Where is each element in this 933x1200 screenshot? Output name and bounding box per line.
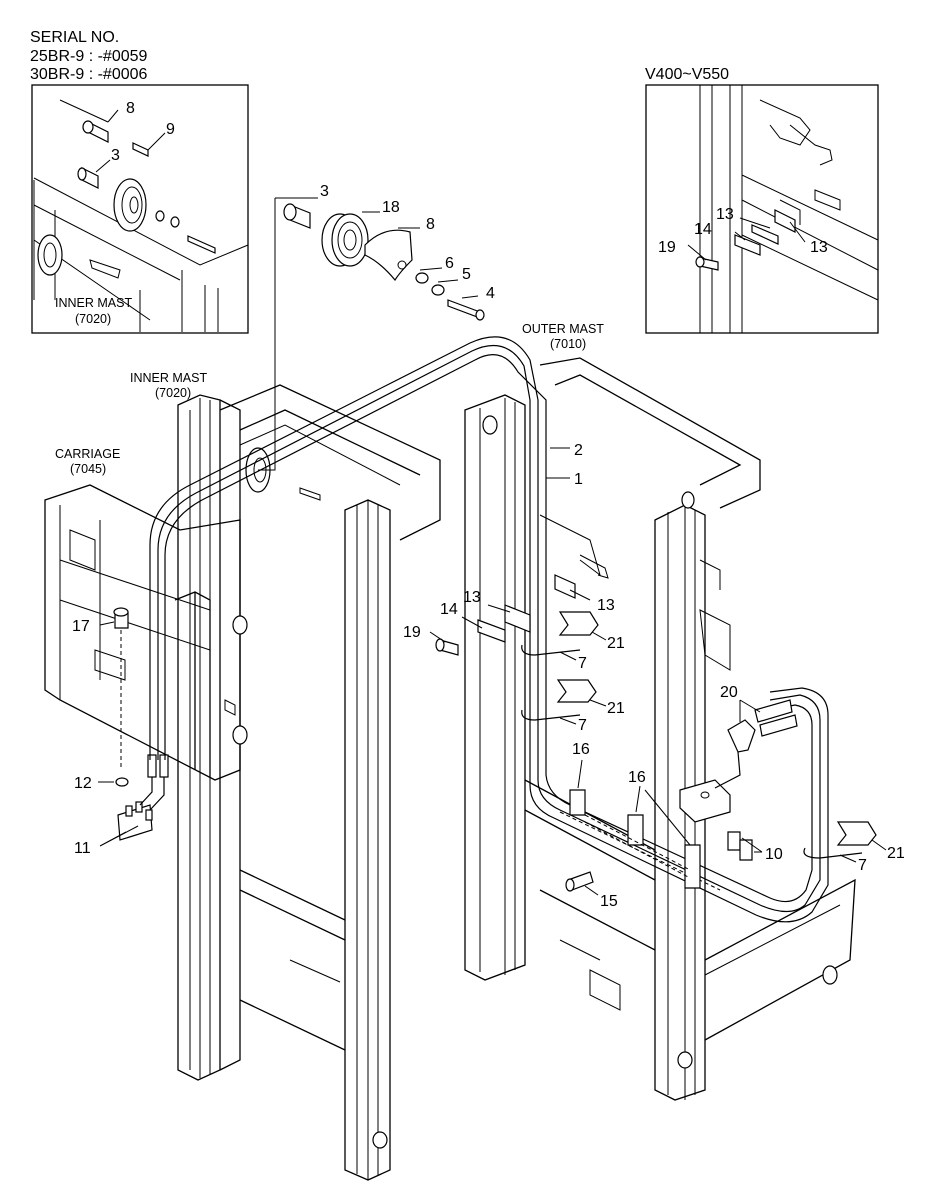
pulley-assembly: 3 18 8 6 5 4 <box>274 183 495 408</box>
part-7c: 7 <box>858 857 867 874</box>
part-11: 11 <box>74 840 91 857</box>
part-20: 20 <box>720 684 738 701</box>
part-13a: 13 <box>463 589 481 606</box>
outer-mast-label: OUTER MAST <box>522 322 604 336</box>
serial-title: SERIAL NO. <box>30 29 119 46</box>
part-19: 19 <box>403 624 421 641</box>
inset-part-3: 3 <box>111 147 120 164</box>
outer-mast: OUTER MAST (7010) <box>464 322 856 1101</box>
hose-clamps-16: 16 16 <box>569 741 701 889</box>
inner-mast-code: (7020) <box>155 386 191 400</box>
part-21c: 21 <box>887 845 905 862</box>
part-6: 6 <box>445 255 454 272</box>
serial-line-1: 25BR-9 : -#0059 <box>30 48 148 65</box>
carriage: CARRIAGE (7045) 17 12 11 <box>44 447 248 857</box>
inset-inner-mast-code: (7020) <box>75 312 111 326</box>
part-12: 12 <box>74 775 92 792</box>
variant-part-19: 19 <box>658 239 676 256</box>
clamp-parts: 13 14 13 19 <box>403 574 615 656</box>
hose-clips: 21 21 21 7 7 7 <box>521 611 905 874</box>
part-21b: 21 <box>607 700 625 717</box>
inset-left-frame <box>31 84 249 334</box>
part-15: 15 <box>600 893 618 910</box>
inner-mast-label: INNER MAST <box>130 371 207 385</box>
carriage-label: CARRIAGE <box>55 447 120 461</box>
part-21a: 21 <box>607 635 625 652</box>
part-5: 5 <box>462 266 471 283</box>
variant-part-13b: 13 <box>810 239 828 256</box>
fittings: 20 10 15 <box>565 684 798 910</box>
part-1: 1 <box>574 471 583 488</box>
part-18: 18 <box>382 199 400 216</box>
inset-variant-detail: V400~V550 13 14 19 13 <box>645 66 879 334</box>
part-2: 2 <box>574 442 583 459</box>
part-4: 4 <box>486 285 495 302</box>
inset-part-9: 9 <box>166 121 175 138</box>
outer-mast-code: (7010) <box>550 337 586 351</box>
part-14: 14 <box>440 601 458 618</box>
inset-right-frame <box>645 84 879 334</box>
pulley-leader <box>258 408 276 471</box>
part-8: 8 <box>426 216 435 233</box>
variant-title: V400~V550 <box>645 66 729 83</box>
part-13b: 13 <box>597 597 615 614</box>
serial-header: SERIAL NO. 25BR-9 : -#0059 30BR-9 : -#00… <box>30 29 148 83</box>
part-17: 17 <box>72 618 90 635</box>
part-16a: 16 <box>572 741 590 758</box>
inner-mast: INNER MAST (7020) <box>130 371 441 1181</box>
variant-part-13a: 13 <box>716 206 734 223</box>
part-3: 3 <box>320 183 329 200</box>
inset-serial-detail: 8 9 3 INNER MAST (7020) <box>31 84 249 334</box>
part-10: 10 <box>765 846 783 863</box>
part-7a: 7 <box>578 655 587 672</box>
serial-line-2: 30BR-9 : -#0006 <box>30 66 148 83</box>
part-16b: 16 <box>628 769 646 786</box>
part-7b: 7 <box>578 717 587 734</box>
inset-part-8: 8 <box>126 100 135 117</box>
inset-inner-mast-label: INNER MAST <box>55 296 132 310</box>
variant-part-14: 14 <box>694 221 712 238</box>
carriage-code: (7045) <box>70 462 106 476</box>
